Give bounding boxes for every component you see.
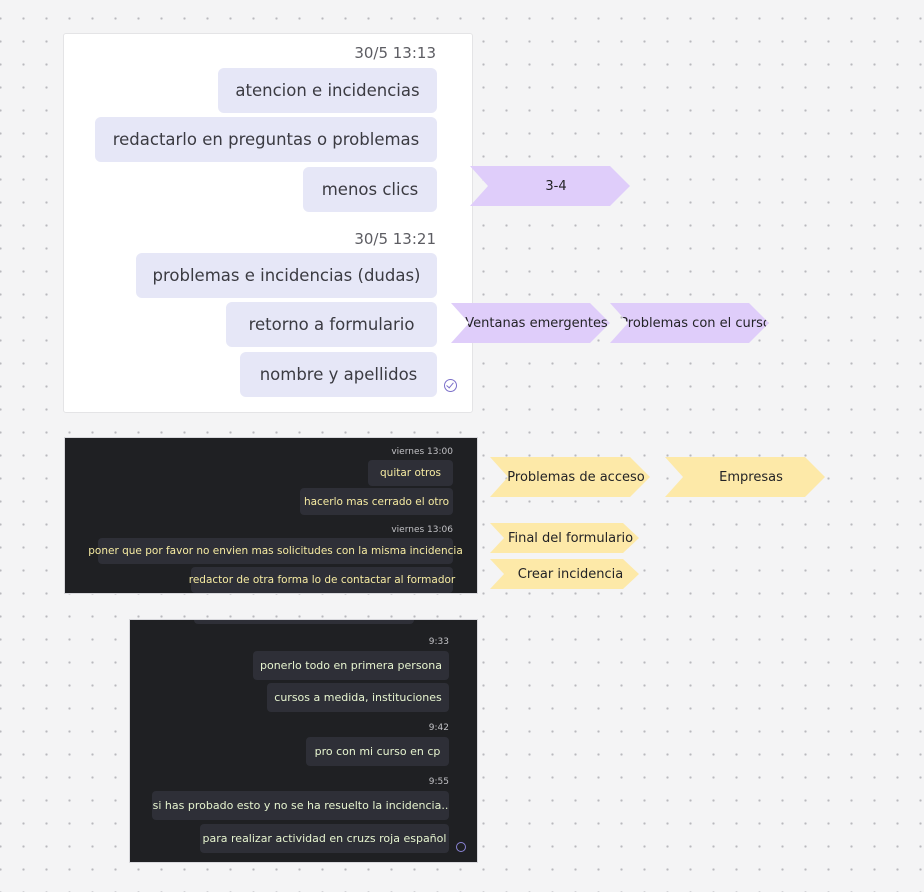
sticky-note-course-problems[interactable]: Problemas con el curso [610, 303, 769, 343]
timestamp: 9:55 [428, 777, 449, 787]
check-circle-icon [444, 379, 457, 392]
message-text: nombre y apellidos [259, 365, 418, 384]
message-text: redactarlo en preguntas o problemas [112, 130, 420, 149]
message-bubble: retorno a formulario [226, 302, 437, 347]
cut-off-bubble [194, 620, 414, 624]
message-bubble: hacerlo mas cerrado el otro [300, 488, 453, 515]
message-bubble: poner que por favor no envien mas solici… [88, 538, 463, 564]
timestamp: viernes 13:06 [391, 525, 453, 535]
chat-screenshot-dark-2[interactable]: 9:33 ponerlo todo en primera persona cur… [129, 619, 478, 863]
message-text: atencion e incidencias [235, 81, 420, 100]
message-bubble: atencion e incidencias [218, 68, 437, 113]
message-bubble: problemas e incidencias (dudas) [136, 253, 437, 298]
sticky-note-create-incident[interactable]: Crear incidencia [490, 559, 639, 589]
sticky-note-range[interactable]: 3-4 [470, 166, 630, 206]
check-circle-icon [456, 842, 466, 852]
message-bubble: si has probado esto y no se ha resuelto … [152, 791, 449, 820]
timestamp: viernes 13:00 [391, 447, 453, 457]
sticky-note-access-problems[interactable]: Problemas de acceso [490, 457, 650, 497]
timestamp: 9:33 [428, 637, 449, 647]
message-bubble: cursos a medida, instituciones [267, 683, 449, 712]
timestamp: 30/5 13:13 [354, 44, 436, 62]
message-bubble: menos clics [303, 167, 437, 212]
chat-screenshot-dark-1[interactable]: viernes 13:00 quitar otros hacerlo mas c… [64, 437, 478, 594]
timestamp: 9:42 [428, 723, 449, 733]
message-bubble: pro con mi curso en cp [306, 737, 449, 766]
message-bubble: ponerlo todo en primera persona [253, 651, 449, 680]
message-text: problemas e incidencias (dudas) [152, 266, 421, 285]
message-text: retorno a formulario [248, 315, 415, 334]
timestamp: 30/5 13:21 [354, 230, 436, 248]
chat-screenshot-light[interactable]: 30/5 13:13 atencion e incidencias redact… [63, 33, 473, 413]
message-bubble: redactor de otra forma lo de contactar a… [189, 567, 455, 593]
message-bubble: redactarlo en preguntas o problemas [95, 117, 437, 162]
sticky-note-popups[interactable]: Ventanas emergentes [451, 303, 610, 343]
message-bubble: quitar otros [368, 460, 453, 486]
message-text: menos clics [321, 180, 419, 199]
sticky-note-form-end[interactable]: Final del formulario [490, 523, 639, 553]
message-bubble: nombre y apellidos [240, 352, 437, 397]
sticky-note-companies[interactable]: Empresas [665, 457, 825, 497]
message-bubble: para realizar actividad en cruzs roja es… [200, 824, 449, 853]
